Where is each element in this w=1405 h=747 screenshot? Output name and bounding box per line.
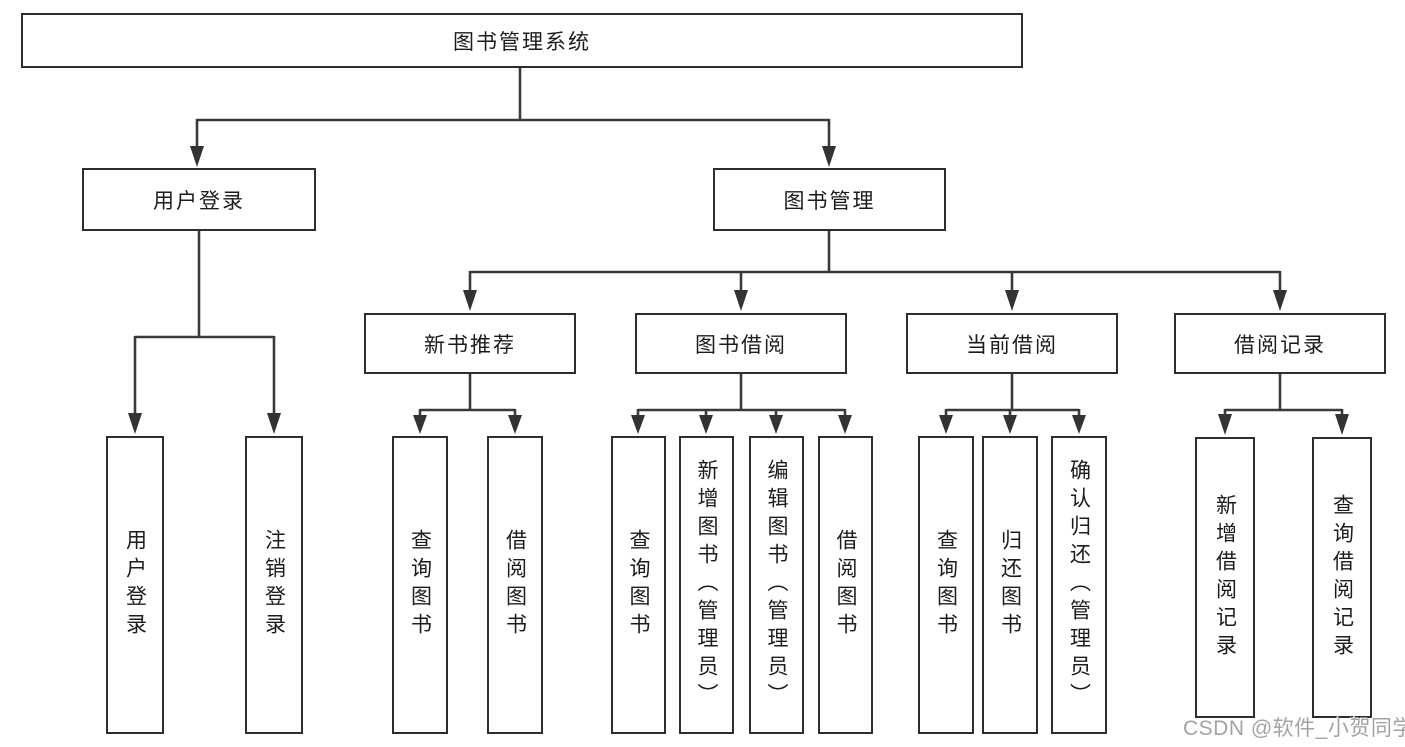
connector-borrow-records-to-leaves [1218, 374, 1349, 435]
connector-book-management-to-level3 [463, 231, 1287, 311]
arrow-down-icon [128, 413, 142, 434]
leaf-user-login: 用户登录 [106, 436, 164, 734]
arrow-down-icon [463, 290, 477, 311]
leaf-edit-book-admin: 编辑图书（管理员） [749, 436, 804, 734]
arrow-down-icon [769, 415, 783, 434]
leaf-logout: 注销登录 [245, 436, 303, 734]
arrow-down-icon [1072, 415, 1086, 434]
arrow-down-icon [631, 415, 645, 434]
connector-user-login-to-leaves [128, 231, 281, 434]
arrow-down-icon [190, 146, 204, 167]
leaf-borrow-book: 借阅图书 [818, 436, 873, 734]
arrow-down-icon [1003, 415, 1017, 434]
arrow-down-icon [838, 415, 852, 434]
node-new-book-recommend: 新书推荐 [364, 313, 576, 374]
node-library-management-system: 图书管理系统 [21, 13, 1023, 68]
leaf-add-borrow-record: 新增借阅记录 [1195, 437, 1255, 718]
arrow-down-icon [734, 290, 748, 311]
node-user-login: 用户登录 [82, 168, 316, 231]
arrow-down-icon [508, 415, 522, 434]
connector-book-borrow-to-leaves [631, 374, 852, 434]
connector-new-book-recommend-to-leaves [413, 374, 522, 434]
connector-root-to-level2 [190, 68, 836, 167]
leaf-query-book-recommend: 查询图书 [392, 436, 448, 734]
arrow-down-icon [1005, 290, 1019, 311]
arrow-down-icon [939, 415, 953, 434]
node-book-management: 图书管理 [713, 168, 946, 231]
leaf-confirm-return-admin: 确认归还（管理员） [1051, 436, 1107, 734]
leaf-query-book-current: 查询图书 [918, 436, 974, 734]
arrow-down-icon [267, 413, 281, 434]
leaf-query-book-borrow: 查询图书 [611, 436, 666, 734]
leaf-borrow-book-recommend: 借阅图书 [487, 436, 543, 734]
arrow-down-icon [699, 415, 713, 434]
leaf-return-book: 归还图书 [982, 436, 1038, 734]
node-book-borrow: 图书借阅 [635, 313, 847, 374]
leaf-add-book-admin: 新增图书（管理员） [679, 436, 734, 734]
arrow-down-icon [1335, 414, 1349, 435]
arrow-down-icon [413, 415, 427, 434]
connector-current-borrow-to-leaves [939, 374, 1086, 434]
csdn-watermark: CSDN @软件_小贺同学 [1183, 717, 1405, 740]
node-current-borrow: 当前借阅 [906, 313, 1118, 374]
node-borrow-records: 借阅记录 [1174, 313, 1386, 374]
leaf-query-borrow-record: 查询借阅记录 [1312, 437, 1372, 718]
arrow-down-icon [1218, 414, 1232, 435]
arrow-down-icon [1273, 290, 1287, 311]
arrow-down-icon [822, 146, 836, 167]
